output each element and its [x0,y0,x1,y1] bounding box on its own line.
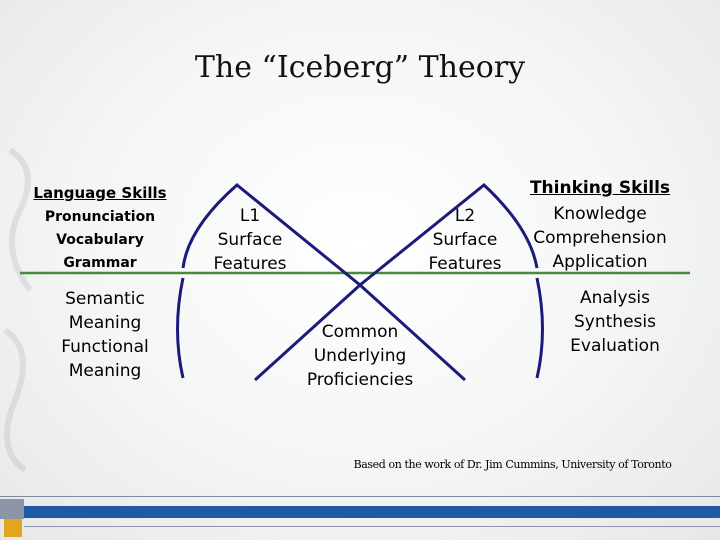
semantic-item: Semantic [65,289,145,309]
slide-title: The “Iceberg” Theory [194,50,526,85]
language-skills-list: Pronunciation Vocabulary Grammar [20,206,180,275]
common-underlying-proficiencies: Common Underlying Proficiencies [290,320,430,392]
l2-surface-features: L2 Surface Features [410,204,520,276]
language-skills-heading: Language Skills [33,184,167,202]
thinking-skill-item: Application [552,252,648,272]
l1-item: L1 [239,206,261,226]
higher-thinking-item: Analysis [579,288,651,308]
higher-thinking-item: Evaluation [570,336,660,356]
footer-thin-line [24,526,720,527]
thinking-skill-item: Comprehension [533,228,667,248]
decorative-watermark [3,147,33,473]
l2-item: Features [428,254,502,274]
cup-left-line [253,283,362,382]
l1-surface-features: L1 Surface Features [190,204,310,276]
cup-right-line [358,283,467,382]
left-underwater-curve [176,277,185,379]
language-skill-item: Vocabulary [56,232,144,248]
semantic-item: Functional [61,337,149,357]
right-underwater-curve [535,277,544,379]
higher-thinking-item: Synthesis [574,312,656,332]
cup-item: Common [321,322,399,342]
footer-square-grey [0,499,24,519]
source-credit: Based on the work of Dr. Jim Cummins, Un… [353,458,672,471]
semantic-item: Meaning [68,361,142,381]
footer-square-gold [4,519,22,537]
footer-rule [0,496,720,497]
language-skill-item: Grammar [63,255,137,271]
l1-item: Surface [217,230,283,250]
l1-item: Features [213,254,287,274]
l2-item: L2 [454,206,476,226]
thinking-skills-heading: Thinking Skills [529,178,671,198]
l2-item: Surface [432,230,498,250]
semantic-item: Meaning [68,313,142,333]
higher-thinking-skills-list: Analysis Synthesis Evaluation [530,286,700,358]
thinking-skills-list: Knowledge Comprehension Application [515,202,685,274]
thinking-skill-item: Knowledge [553,204,647,224]
semantic-list: Semantic Meaning Functional Meaning [30,287,180,383]
language-skill-item: Pronunciation [44,209,156,225]
cup-item: Proficiencies [306,370,414,390]
cup-item: Underlying [313,346,407,366]
footer-bar-blue [24,506,720,518]
